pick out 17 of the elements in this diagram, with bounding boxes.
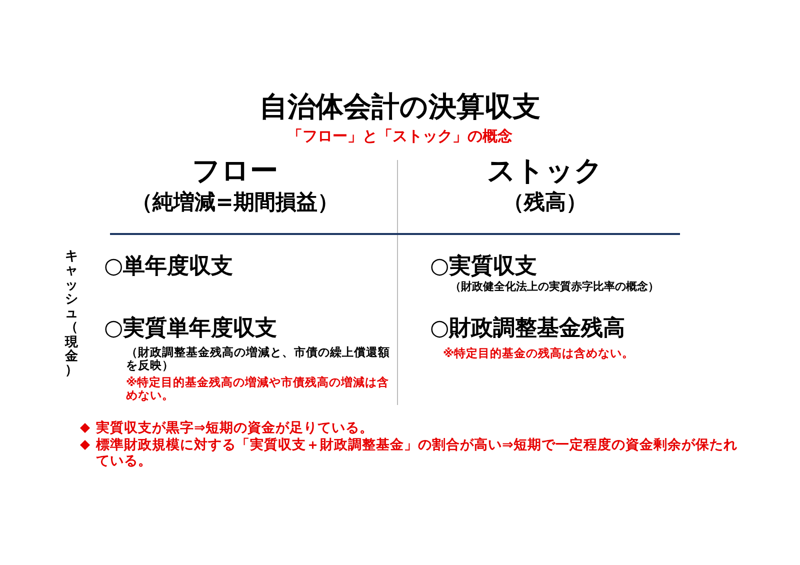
item-warning: ※特定目的基金の残高は含めない。	[443, 347, 636, 360]
vertical-label: キャッシュ（現金）	[65, 250, 78, 379]
column-heading: ストック	[486, 155, 604, 188]
column-subheading: （純増減=期間損益）	[130, 190, 340, 214]
item-note: （財政健全化法上の実質赤字比率の概念）	[450, 281, 660, 294]
column-subheading: （残高）	[502, 190, 588, 214]
subtitle: 「フロー」と「ストック」の概念	[286, 128, 514, 146]
item-note: （財政調整基金残高の増減と、市債の繰上償還額を反映）	[126, 346, 391, 372]
bullet-text: 実質収支が黒字⇒短期の資金が足りている。	[96, 420, 374, 436]
item-heading: ○単年度収支	[104, 254, 234, 280]
item-heading: ○実質単年度収支	[104, 316, 278, 342]
title: 自治体会計の決算収支	[258, 89, 542, 125]
item-heading: ○実質収支	[430, 254, 538, 280]
column-heading: フロー	[191, 155, 279, 188]
bullet-text: 標準財政規模に対する「実質収支＋財政調整基金」の割合が高い⇒短期で一定程度の資金剰余が保たれている。	[96, 437, 738, 470]
item-heading: ○財政調整基金残高	[430, 316, 626, 342]
item-warning: ※特定目的基金残高の増減や市債残高の増減は含めない。	[126, 376, 390, 402]
